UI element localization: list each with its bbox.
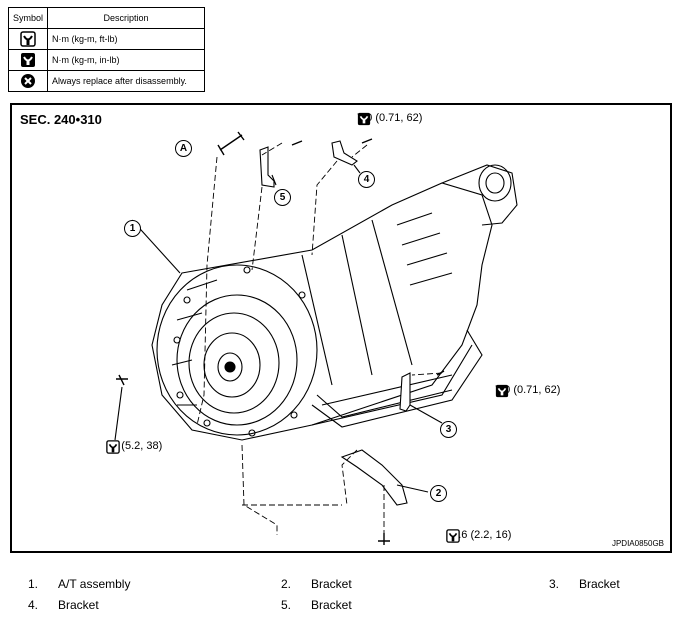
- bracket-3: [399, 372, 411, 412]
- legend-row-1-description: N·m (kg-m, ft-lb): [47, 28, 205, 50]
- callout-5: 5: [274, 189, 291, 206]
- torque-spec-top: 7.0 (0.71, 62): [357, 112, 423, 126]
- rear-extension: [441, 164, 518, 226]
- converter-hub: [217, 352, 243, 382]
- part-name: Bracket: [58, 598, 99, 612]
- torque-value-left: 51 (5.2, 38): [106, 440, 163, 452]
- torque-wrench-icon: [20, 31, 36, 47]
- transmission-drawing: [114, 131, 518, 545]
- callout-4: 4: [358, 171, 375, 188]
- part-number: 1.: [28, 577, 39, 591]
- part-number: 3.: [549, 577, 560, 591]
- torque-spec-right: 7.0 (0.71, 62): [495, 384, 561, 398]
- callout-1: 1: [124, 220, 141, 237]
- torque-value-right: 7.0 (0.71, 62): [495, 384, 561, 396]
- section-title: SEC. 240•310: [20, 112, 102, 127]
- legend-row-3-description: Always replace after disassembly.: [47, 70, 205, 92]
- figure-code: JPDIA0850GB: [611, 539, 664, 548]
- bracket-5: [259, 146, 275, 188]
- part-name: A/T assembly: [58, 577, 131, 591]
- torque-converter-inner: [203, 332, 261, 398]
- oil-pan: [311, 329, 483, 428]
- torque-converter-outer: [176, 294, 298, 426]
- bracket-4: [331, 140, 358, 166]
- bolt-a: [217, 131, 245, 156]
- torque-wrench-filled-icon: [495, 384, 509, 398]
- legend-header-description: Description: [47, 7, 205, 29]
- exploded-view-figure: SEC. 240•310: [10, 103, 672, 553]
- part-number: 5.: [281, 598, 292, 612]
- part-item-3: 3. Bracket: [549, 577, 620, 591]
- torque-value-bottom: 21.6 (2.2, 16): [446, 529, 512, 541]
- at-assembly-case: [151, 182, 493, 441]
- bell-housing: [156, 264, 318, 436]
- torque-value-top: 7.0 (0.71, 62): [357, 112, 423, 124]
- legend-row-2-description: N·m (kg-m, in-lb): [47, 49, 205, 71]
- part-item-2: 2. Bracket: [281, 577, 352, 591]
- part-number: 4.: [28, 598, 39, 612]
- symbol-legend-table: Symbol Description N·m (kg-m, ft-lb) N·m…: [7, 7, 205, 92]
- part-number: 2.: [281, 577, 292, 591]
- replace-x-icon: [21, 74, 35, 88]
- part-name: Bracket: [311, 577, 352, 591]
- part-item-4: 4. Bracket: [28, 598, 99, 612]
- part-name: Bracket: [579, 577, 620, 591]
- callout-a: A: [175, 140, 192, 157]
- legend-header-symbol: Symbol: [7, 7, 49, 29]
- part-item-5: 5. Bracket: [281, 598, 352, 612]
- part-item-1: 1. A/T assembly: [28, 577, 130, 591]
- part-name: Bracket: [311, 598, 352, 612]
- torque-converter-mid: [188, 312, 280, 414]
- torque-wrench-icon: [446, 529, 460, 543]
- bracket-2: [340, 449, 408, 506]
- torque-wrench-filled-icon: [21, 53, 35, 67]
- callout-3: 3: [440, 421, 457, 438]
- torque-wrench-icon: [106, 440, 120, 454]
- torque-wrench-filled-icon: [357, 112, 371, 126]
- torque-spec-bottom: 21.6 (2.2, 16): [446, 529, 512, 543]
- callout-2: 2: [430, 485, 447, 502]
- torque-spec-left: 51 (5.2, 38): [106, 440, 163, 454]
